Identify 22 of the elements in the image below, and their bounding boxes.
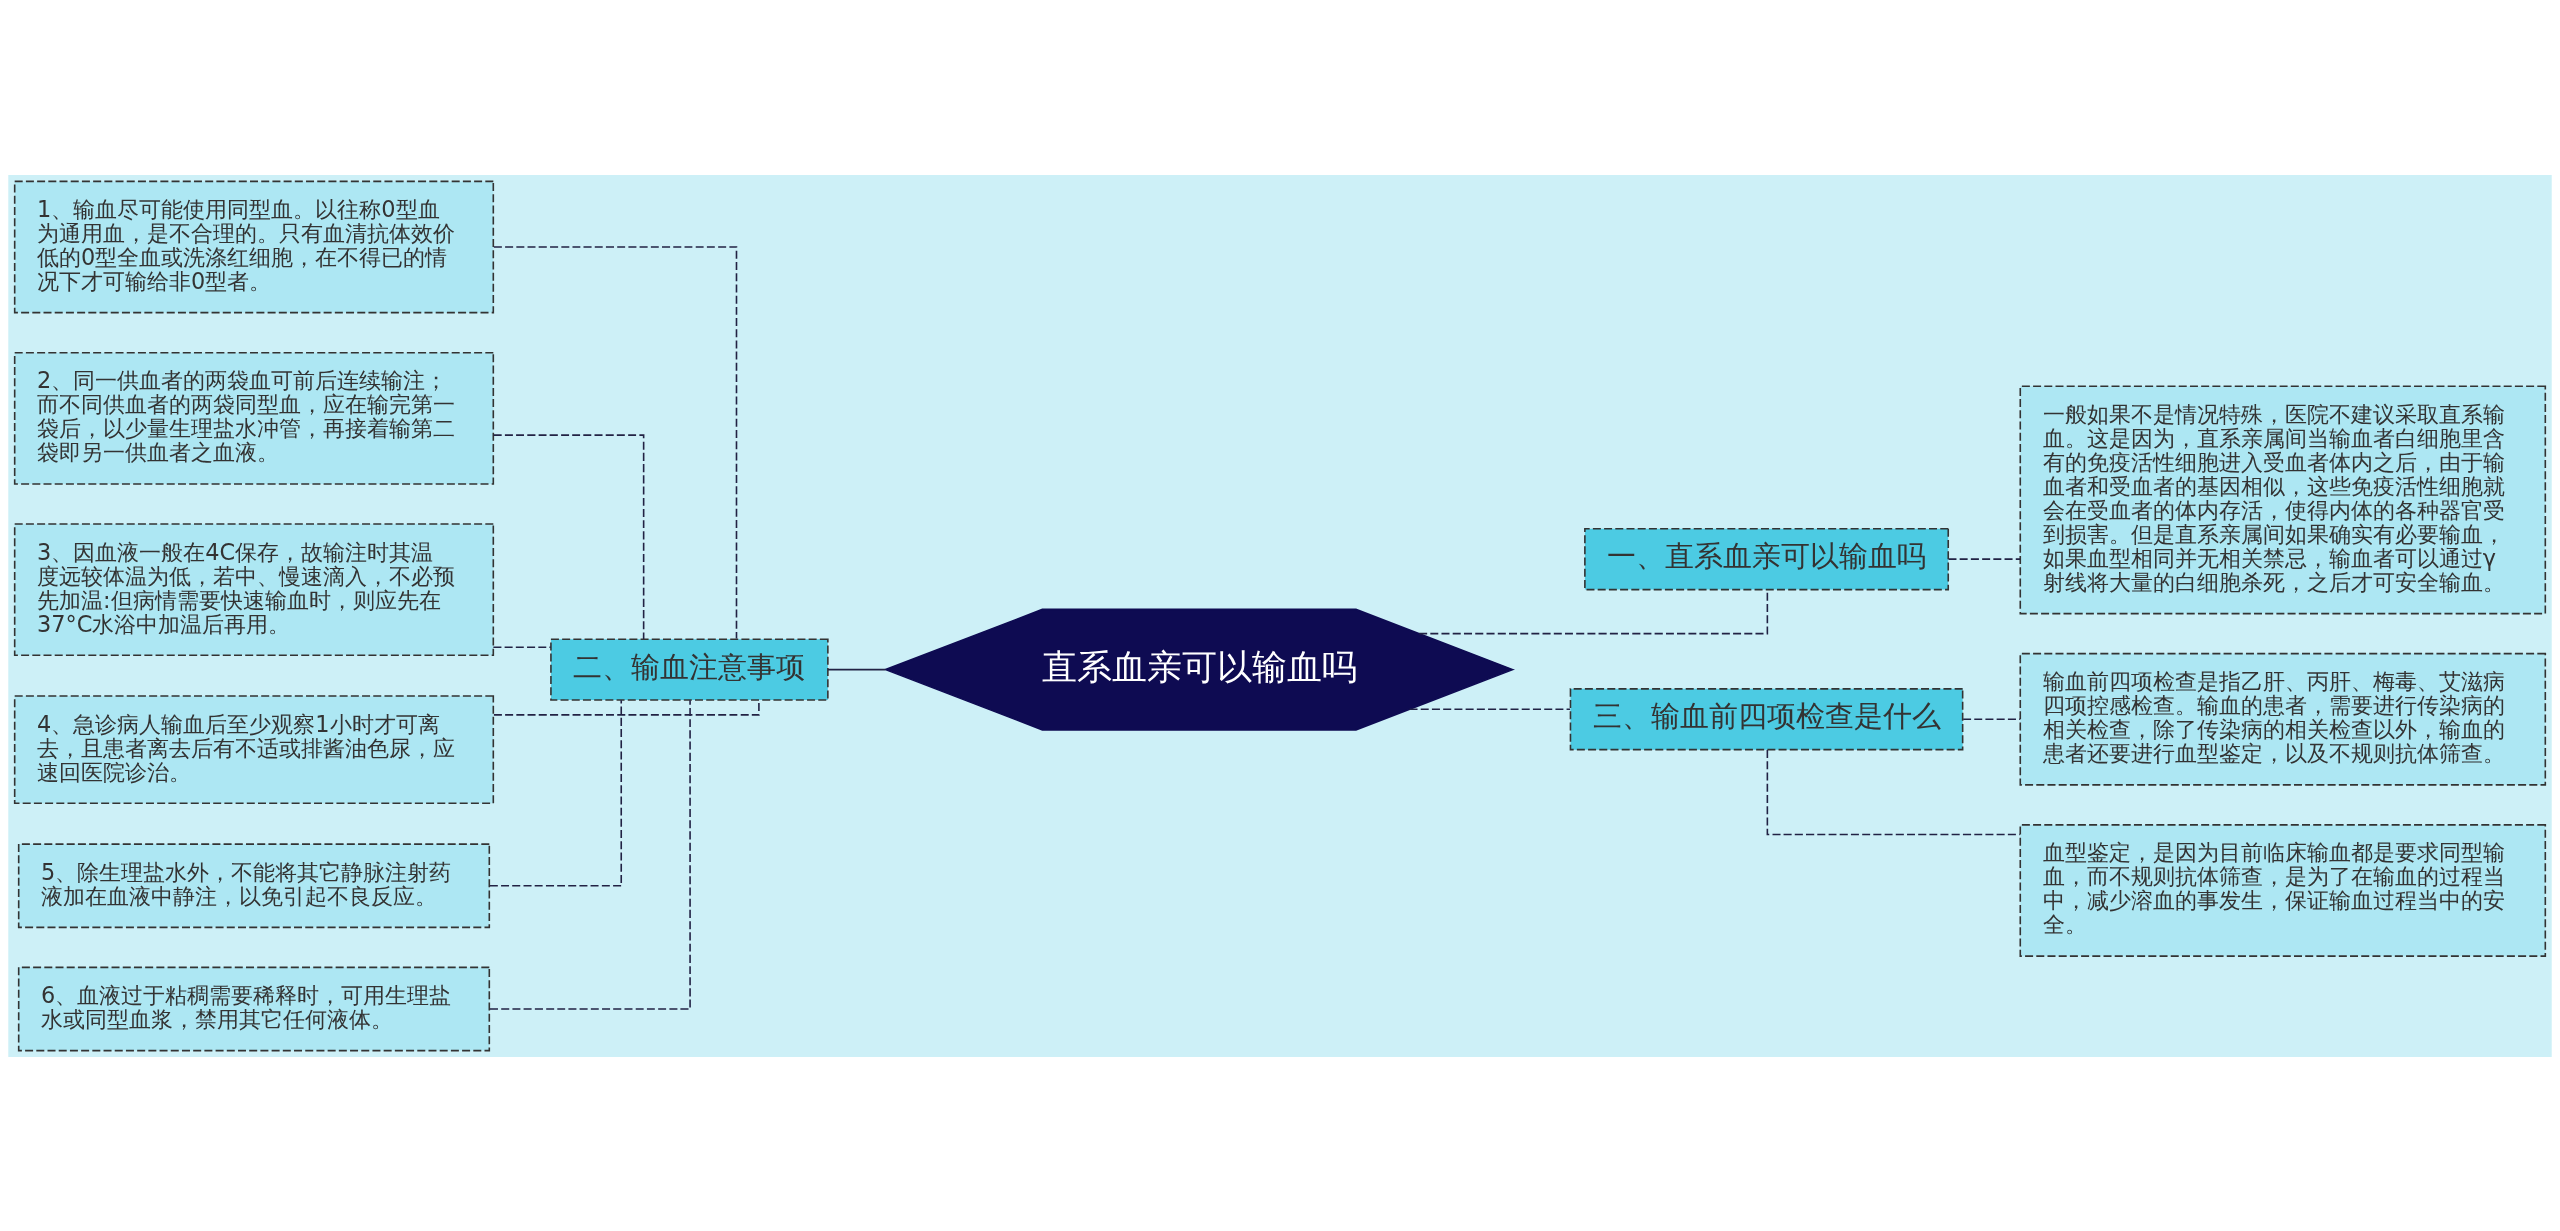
node-box: 输血前四项检查是指乙肝、丙肝、梅毒、艾滋病四项控感检查。输血的患者，需要进行传染病的相关检查，除了传染病的相关检查以外，输血的患者还要进行血型鉴定，以及不规则抗体筛查。 bbox=[2019, 652, 2547, 786]
connector bbox=[493, 245, 738, 639]
node-box: 2、同一供血者的两袋血可前后连续输注；而不同供血者的两袋同型血，应在输完第一袋后，以少量生理盐水冲管，再接着输第二袋即另一供血者之血液。 bbox=[13, 351, 495, 485]
connector bbox=[492, 433, 645, 640]
connector bbox=[1408, 708, 1571, 710]
node-box: 一、直系血亲可以输血吗 bbox=[1584, 527, 1950, 590]
node-box: 二、输血注意事项 bbox=[550, 637, 829, 701]
node-box: 一般如果不是情况特殊，医院不建议采取直系输血。这是因为，直系亲属间当输血者白细胞里含有的免疫活性细胞进入受血者体内之后，由于输血者和受血者的基因相似，这些免疫活性细胞就会在受血者的体内存活，使得内体的各种器官受到损害。但是直系亲属间如果确实有必要输血，如果血型相同并无相关禁忌，输血者可以通过γ射线将大量的白细胞杀死，之后才可安全输血。 bbox=[2019, 385, 2547, 614]
connector bbox=[1766, 748, 2021, 835]
node-box: 1、输血尽可能使用同型血。以往称0型血为通用血，是不合理的。只有血清抗体效价低的0型全血或洗涤红细胞，在不得已的情况下才可输给非0型者。 bbox=[13, 180, 495, 313]
connector bbox=[1947, 557, 2021, 560]
connector bbox=[489, 699, 691, 1010]
connector bbox=[827, 668, 887, 670]
connector bbox=[492, 645, 552, 648]
node-box: 血型鉴定，是因为目前临床输血都是要求同型输血，而不规则抗体筛查，是为了在输血的过程当中，减少溶血的事发生，保证输血过程当中的安全。 bbox=[2019, 823, 2547, 957]
connector bbox=[1962, 717, 2021, 720]
connector bbox=[488, 698, 623, 886]
node-box: 6、血液过于粘稠需要稀释时，可用生理盐水或同型血浆，禁用其它任何液体。 bbox=[17, 966, 491, 1051]
node-box: 3、因血液一般在4C保存，故输注时其温度远较体温为低，若中、慢速滴入，不必预先加温:但病情需要快速输血时，则应先在37°C水浴中加温后再用。 bbox=[13, 522, 495, 656]
node-box: 4、急诊病人输血后至少观察1小时才可离去，且患者离去后有不适或排酱油色尿，应速回医院诊治。 bbox=[13, 694, 495, 804]
node-box: 三、输血前四项检查是什么 bbox=[1569, 687, 1964, 750]
node-box: 5、除生理盐水外，不能将其它静脉注射药液加在血液中静注，以免引起不良反应。 bbox=[17, 842, 491, 928]
